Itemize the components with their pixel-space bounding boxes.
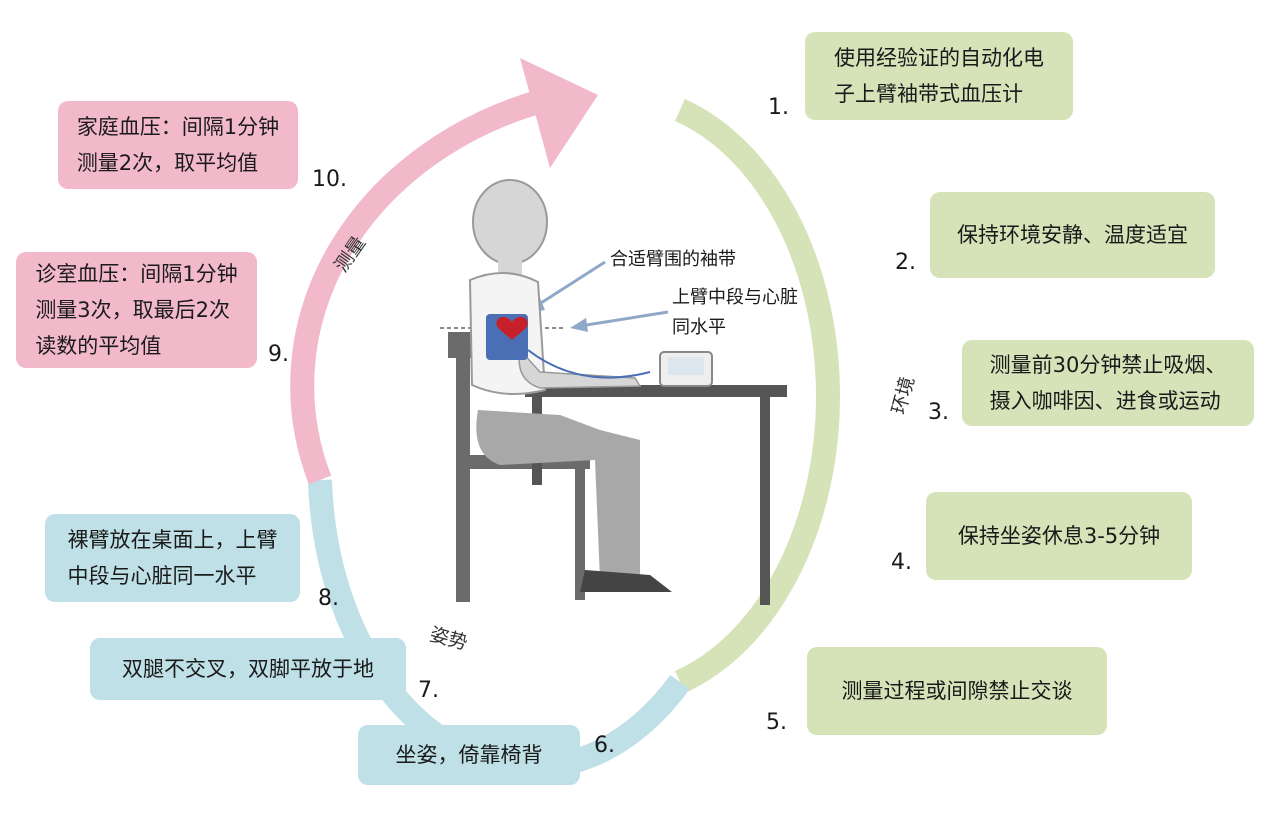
step-8-number: 8. xyxy=(318,586,339,611)
step-7-number: 7. xyxy=(418,678,439,703)
step-4-number: 4. xyxy=(891,550,912,575)
step-9-number: 9. xyxy=(268,342,289,367)
step-5-number: 5. xyxy=(766,710,787,735)
callout-cuff: 合适臂围的袖带 xyxy=(610,249,736,270)
step-3-number: 3. xyxy=(928,400,949,425)
step-7-box: 双腿不交叉，双脚平放于地 xyxy=(90,638,406,700)
environment-arc xyxy=(675,99,840,693)
step-6-number: 6. xyxy=(594,733,615,758)
step-1-box: 使用经验证的自动化电 子上臂袖带式血压计 xyxy=(805,32,1073,120)
step-9-box: 诊室血压：间隔1分钟 测量3次，取最后2次 读数的平均值 xyxy=(16,252,257,368)
heart-icon xyxy=(496,316,528,340)
step-2-box: 保持环境安静、温度适宜 xyxy=(930,192,1215,278)
seated-person xyxy=(468,179,672,592)
callout-arm-level: 上臂中段与心脏 同水平 xyxy=(672,287,798,338)
step-3-box: 测量前30分钟禁止吸烟、 摄入咖啡因、进食或运动 xyxy=(962,340,1254,426)
arm-level-pointer xyxy=(579,310,669,328)
measurement-arc xyxy=(290,88,549,485)
step-5-box: 测量过程或间隙禁止交谈 xyxy=(807,647,1107,735)
step-8-box: 裸臂放在桌面上，上臂 中段与心脏同一水平 xyxy=(45,514,300,602)
cuff-pointer xyxy=(529,260,606,312)
step-6-box: 坐姿，倚靠椅背 xyxy=(358,725,580,785)
step-4-box: 保持坐姿休息3-5分钟 xyxy=(926,492,1192,580)
step-1-number: 1. xyxy=(768,95,789,120)
step-2-number: 2. xyxy=(895,250,916,275)
step-10-box: 家庭血压：间隔1分钟 测量2次，取平均值 xyxy=(58,101,298,189)
step-10-number: 10. xyxy=(312,167,347,192)
cycle-arrow-head xyxy=(520,58,598,168)
bp-monitor xyxy=(659,351,713,387)
